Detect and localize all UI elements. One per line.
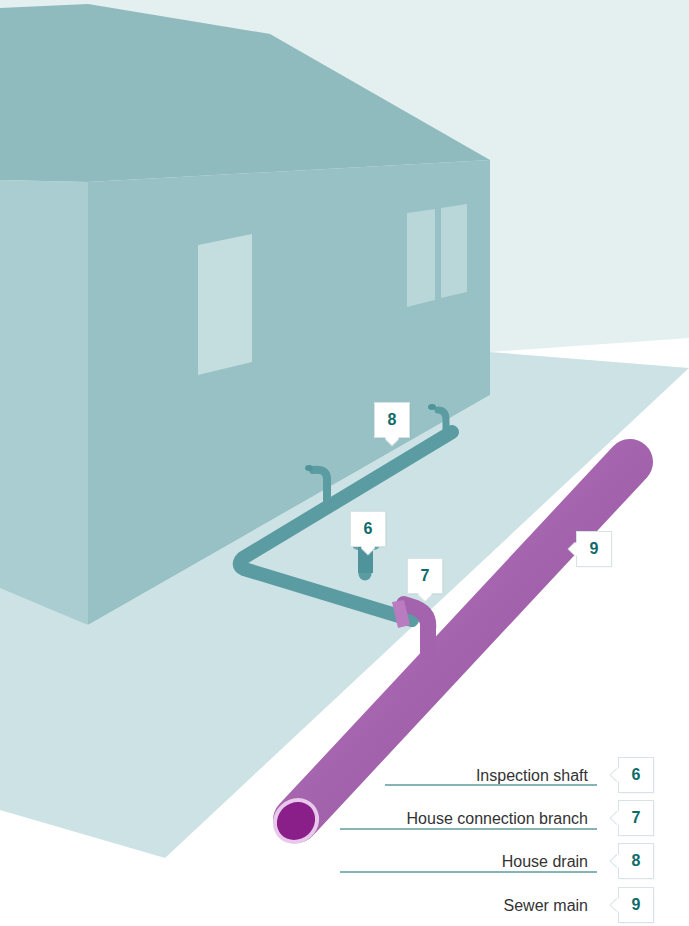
house-drain bbox=[240, 410, 452, 620]
part-name: House drain bbox=[502, 854, 588, 870]
callout-number: 6 bbox=[351, 512, 385, 546]
callout-number: 9 bbox=[590, 541, 599, 557]
callout-number: 8 bbox=[375, 403, 409, 437]
pipe-end bbox=[428, 404, 436, 410]
callout-number: 7 bbox=[408, 559, 442, 593]
callout-number: 6 bbox=[632, 767, 641, 783]
callout-number: 8 bbox=[632, 853, 641, 869]
house-connection-branch bbox=[404, 604, 428, 652]
callout-number: 7 bbox=[632, 810, 641, 826]
callout-number: 9 bbox=[632, 897, 641, 913]
window bbox=[407, 209, 435, 307]
callout-number: 9 bbox=[577, 532, 611, 566]
legend-number: 9 bbox=[619, 888, 653, 922]
part-name: House connection branch bbox=[407, 811, 588, 827]
roof bbox=[0, 4, 490, 182]
pipe-end bbox=[305, 465, 313, 471]
front-wall bbox=[88, 160, 490, 625]
side-wall bbox=[0, 180, 88, 625]
part-name: Inspection shaft bbox=[476, 768, 588, 784]
callout-number: 7 bbox=[421, 568, 430, 584]
house-connection-branch bbox=[392, 600, 410, 628]
legend-number: 7 bbox=[619, 801, 653, 835]
window bbox=[441, 204, 467, 298]
legend-separator bbox=[340, 785, 597, 872]
legend-number: 8 bbox=[619, 844, 653, 878]
sewer-opening bbox=[263, 789, 328, 854]
part-name: Sewer main bbox=[504, 898, 588, 914]
callout-number: 8 bbox=[388, 412, 397, 428]
window bbox=[198, 234, 252, 375]
sewer-opening bbox=[269, 794, 323, 848]
sewer-main bbox=[296, 462, 630, 820]
legend-number: 6 bbox=[619, 758, 653, 792]
callout-number: 6 bbox=[364, 521, 373, 537]
